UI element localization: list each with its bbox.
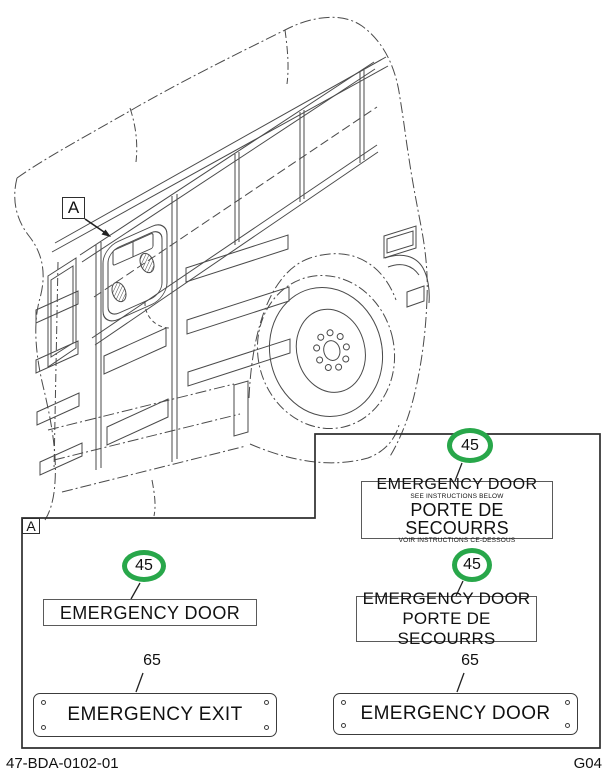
- screw-hole-icon: [41, 700, 46, 705]
- emergency-exit-plate: EMERGENCY EXIT: [33, 693, 277, 737]
- screw-hole-icon: [565, 723, 570, 728]
- screw-hole-icon: [264, 725, 269, 730]
- bus-body-group: [14, 16, 430, 521]
- plate-title: EMERGENCY DOOR: [360, 703, 551, 724]
- document-number: 47-BDA-0102-01: [6, 755, 119, 772]
- screw-hole-icon: [264, 700, 269, 705]
- decal-english: EMERGENCY DOOR: [43, 599, 257, 626]
- decal-en-title: EMERGENCY DOOR: [376, 475, 538, 493]
- decal-en-subtitle: SEE INSTRUCTIONS BELOW: [410, 492, 504, 500]
- decal-en-title: EMERGENCY DOOR: [362, 589, 531, 608]
- detail-panel-tag-a: A: [22, 518, 40, 534]
- plate-title: EMERGENCY EXIT: [67, 704, 243, 725]
- screw-hole-icon: [565, 700, 570, 705]
- item-65-label-right: 65: [461, 652, 479, 669]
- emergency-door-window: [102, 224, 171, 329]
- screw-hole-icon: [41, 725, 46, 730]
- decal-fr-subtitle: VOIR INSTRUCTIONS CE-DESSOUS: [398, 536, 516, 544]
- callout-a-arrow: [84, 218, 111, 237]
- screw-hole-icon: [341, 723, 346, 728]
- decal-bilingual-instructions: EMERGENCY DOOR SEE INSTRUCTIONS BELOW PO…: [361, 476, 553, 544]
- detail-panel-frame: [21, 433, 601, 749]
- decal-title: EMERGENCY DOOR: [59, 602, 241, 623]
- item-65-label-left: 65: [143, 652, 161, 669]
- decal-fr-title: PORTE DE SECOURRS: [397, 609, 496, 648]
- screw-hole-icon: [341, 700, 346, 705]
- item-45-badge-top: 45: [447, 428, 493, 463]
- page-grid-code: G04: [573, 755, 602, 772]
- emergency-door-plate: EMERGENCY DOOR: [333, 693, 578, 735]
- decal-bilingual: EMERGENCY DOOR PORTE DE SECOURRS: [356, 589, 537, 648]
- leader-lines: [130, 462, 465, 693]
- decal-fr-title: PORTE DE SECOURRS: [405, 499, 509, 538]
- item-45-badge-left: 45: [122, 550, 166, 582]
- item-45-badge-right: 45: [452, 548, 492, 582]
- rear-wheel: [256, 274, 396, 430]
- view-callout-a: A: [62, 197, 85, 219]
